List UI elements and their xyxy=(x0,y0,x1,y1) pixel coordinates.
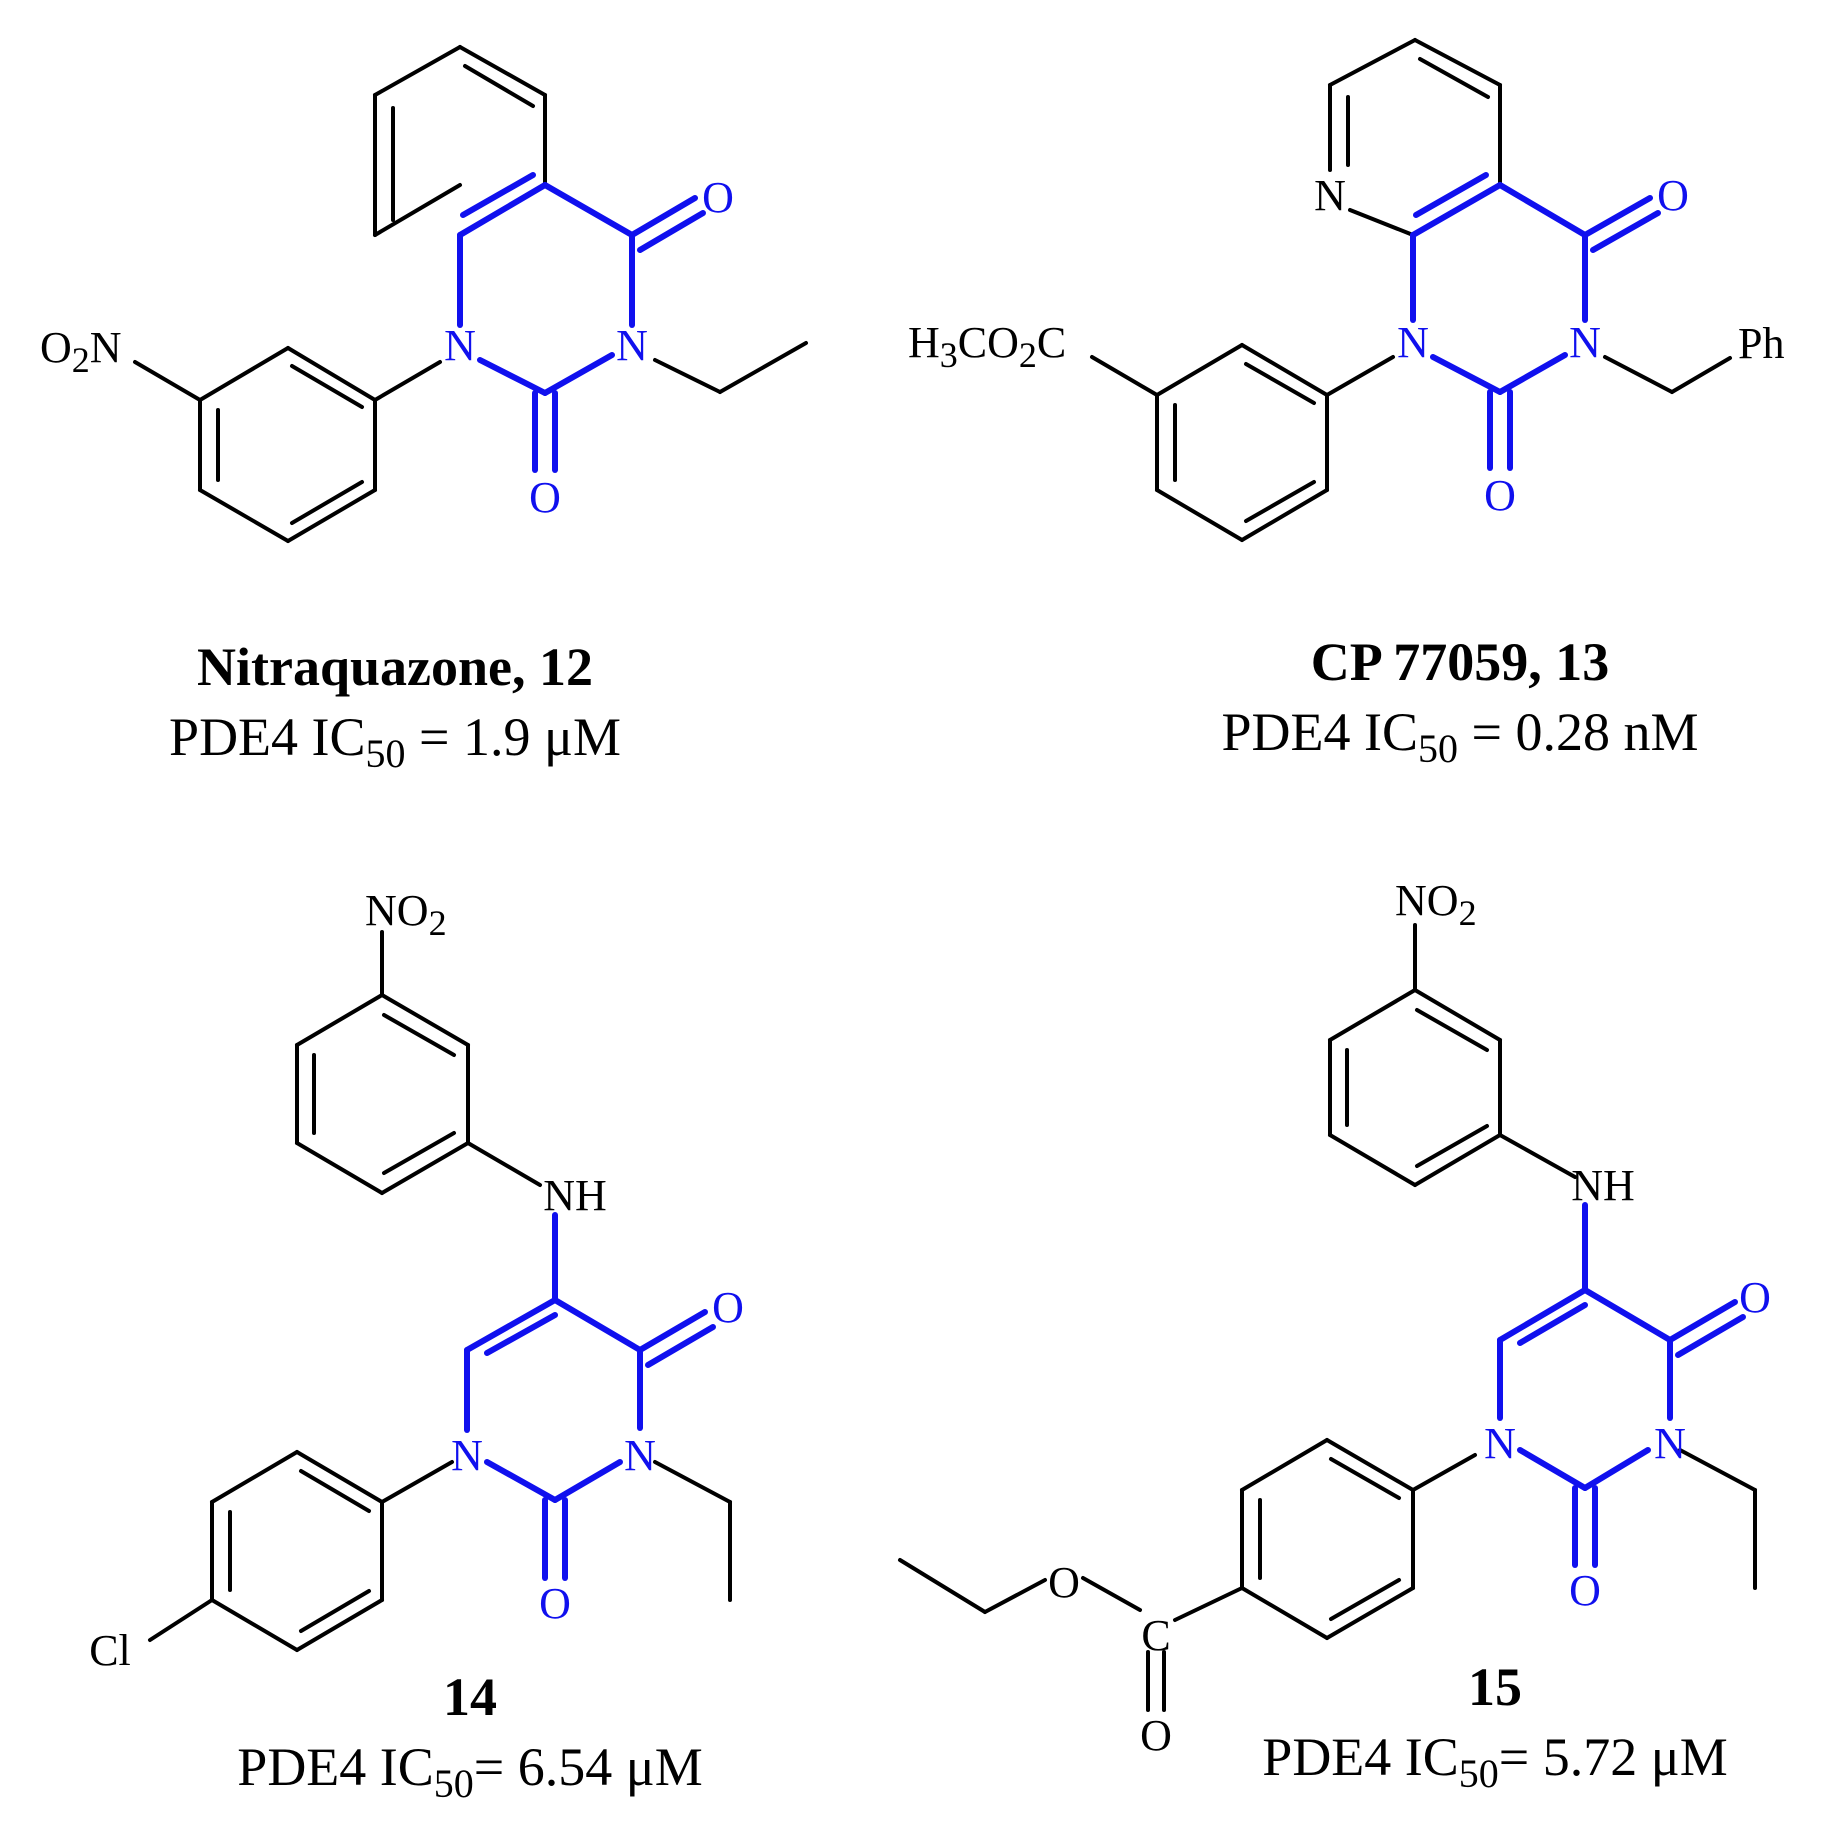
compound-12-structure: O N N O O2N xyxy=(40,45,808,543)
nitrogen-label: N xyxy=(451,1431,483,1480)
compound-13-structure: N O N N O Ph H3CO2C xyxy=(908,38,1784,542)
compound-13-activity: PDE4 IC50 = 0.28 nM xyxy=(1222,702,1699,771)
oxygen-label: O xyxy=(1739,1273,1771,1322)
carbonyl-oxygen-label: O xyxy=(1140,1711,1172,1760)
amine-nh-label: NH xyxy=(1571,1161,1635,1210)
amine-nh-label: NH xyxy=(543,1171,607,1220)
compound-14-activity: PDE4 IC50= 6.54 μM xyxy=(237,1737,702,1806)
ester-oxygen-label: O xyxy=(1048,1558,1080,1607)
oxygen-label: O xyxy=(1484,471,1516,520)
compound-15-structure: NO2 NH O N N O O C O xyxy=(898,876,1771,1760)
methyl-ester-label: H3CO2C xyxy=(908,318,1066,375)
nitrogen-label: N xyxy=(1569,318,1601,367)
pyridine-nitrogen-label: N xyxy=(1314,171,1346,220)
oxygen-label: O xyxy=(1569,1566,1601,1615)
compound-13-name: CP 77059, 13 xyxy=(1311,632,1610,692)
compound-12-name: Nitraquazone, 12 xyxy=(197,637,593,697)
compound-12-activity: PDE4 IC50 = 1.9 μM xyxy=(169,707,621,776)
oxygen-label: O xyxy=(702,173,734,222)
oxygen-label: O xyxy=(1657,171,1689,220)
phenyl-label: Ph xyxy=(1738,319,1784,368)
nitro-group-label: NO2 xyxy=(365,886,447,943)
nitrogen-label: N xyxy=(444,321,476,370)
oxygen-label: O xyxy=(529,473,561,522)
nitro-group-label: O2N xyxy=(40,323,122,380)
oxygen-label: O xyxy=(712,1283,744,1332)
nitrogen-label: N xyxy=(616,321,648,370)
chlorine-label: Cl xyxy=(89,1626,131,1675)
compound-15-name: 15 xyxy=(1468,1657,1522,1717)
compound-14-name: 14 xyxy=(443,1667,497,1727)
nitrogen-label: N xyxy=(1397,318,1429,367)
nitro-group-label: NO2 xyxy=(1395,876,1477,933)
nitrogen-label: N xyxy=(624,1431,656,1480)
carbonyl-carbon-label: C xyxy=(1141,1611,1170,1660)
compound-14-structure: NO2 NH O N N O Cl xyxy=(89,886,744,1675)
nitrogen-label: N xyxy=(1654,1419,1686,1468)
compound-15-activity: PDE4 IC50= 5.72 μM xyxy=(1262,1727,1727,1796)
oxygen-label: O xyxy=(539,1579,571,1628)
nitrogen-label: N xyxy=(1484,1419,1516,1468)
